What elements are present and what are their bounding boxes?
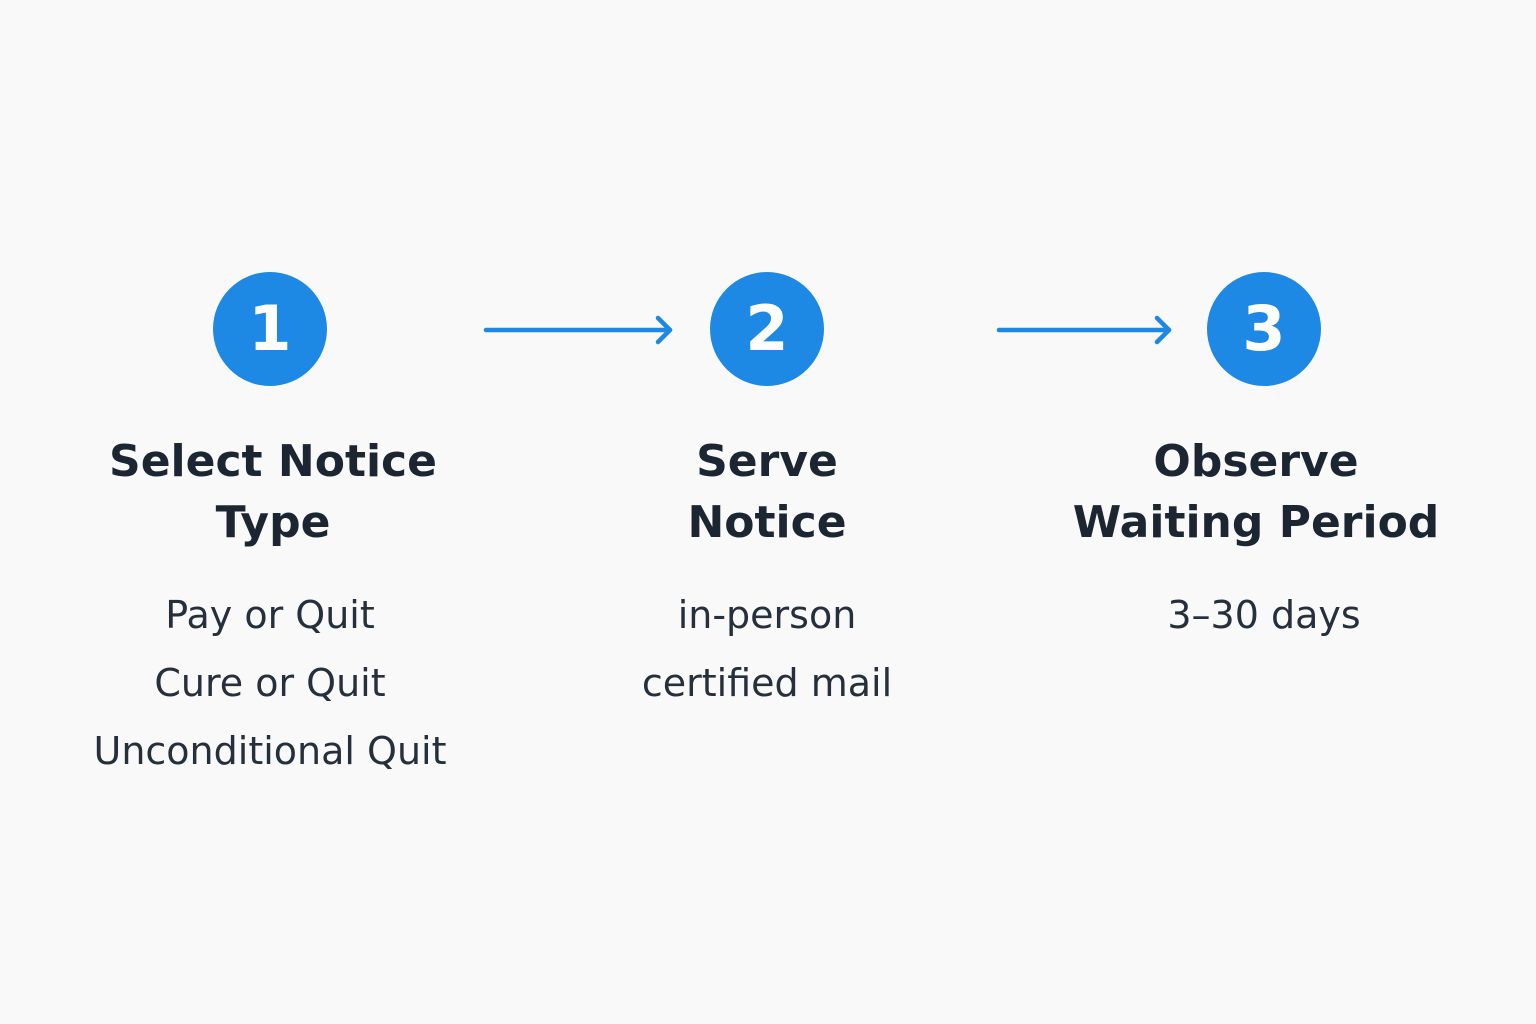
step-details: 3–30 days [1044,581,1484,649]
step-select-notice-type: 1 Select Notice Type Pay or Quit Cure or… [50,272,490,785]
step-details: in-person certified mail [547,581,987,717]
step-details: Pay or Quit Cure or Quit Unconditional Q… [50,581,490,785]
step-title: Observe Waiting Period [1072,436,1440,548]
step-detail-item: Pay or Quit [165,593,375,637]
step-observe-waiting-period: 3 Observe Waiting Period 3–30 days [1044,272,1484,649]
step-detail-item: Unconditional Quit [93,729,447,773]
step-serve-notice: 2 Serve Notice in-person certified mail [547,272,987,717]
step-detail-item: Cure or Quit [154,661,386,705]
arrow-right-icon [996,315,1172,345]
step-title: Select Notice Type [109,436,437,548]
step-number-badge: 3 [1207,272,1321,386]
step-detail-item: 3–30 days [1167,593,1361,637]
step-detail-item: in-person [677,593,857,637]
arrow-right-icon [483,315,673,345]
step-detail-item: certified mail [641,661,893,705]
step-number-badge: 2 [710,272,824,386]
step-number-badge: 1 [213,272,327,386]
step-title: Serve Notice [687,436,847,548]
